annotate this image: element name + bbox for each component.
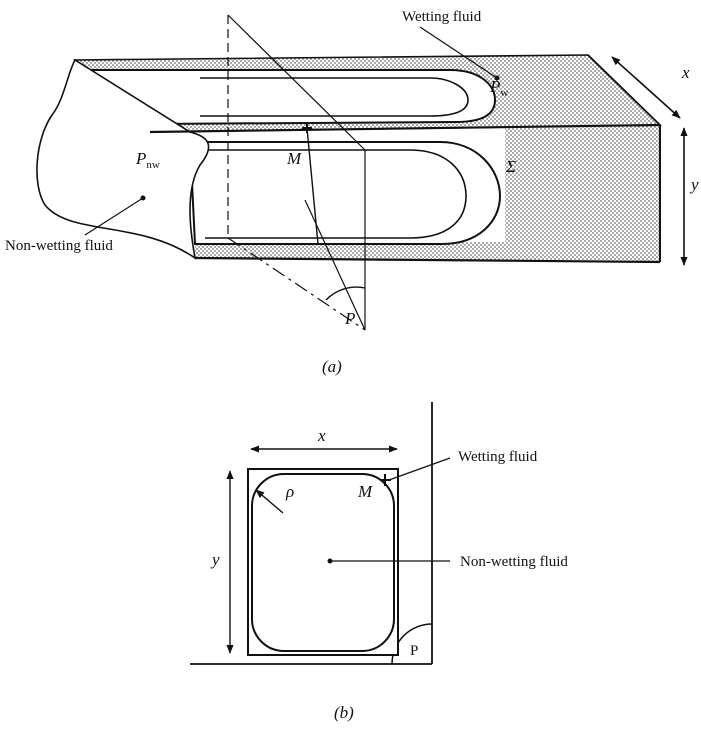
- caption-b: (b): [334, 703, 354, 722]
- meniscus-upper: [77, 69, 497, 126]
- label-dim-y-a: y: [689, 175, 699, 194]
- bottom-wetting-film: [195, 240, 505, 262]
- label-p-nw: Pnw: [135, 149, 160, 171]
- label-non-wetting-fluid-a: Non-wetting fluid: [5, 238, 113, 254]
- label-wetting-fluid-a: Wetting fluid: [402, 9, 482, 25]
- label-sigma: Σ: [505, 157, 516, 176]
- non-wetting-region: [251, 473, 395, 652]
- label-point-m-a: M: [286, 149, 302, 168]
- meniscus-upper-inner: [200, 77, 469, 117]
- label-non-wetting-fluid-b: Non-wetting fluid: [460, 554, 568, 570]
- label-point-m-b: M: [357, 482, 373, 501]
- label-plane-p-b: P: [410, 643, 418, 659]
- label-wetting-fluid-b: Wetting fluid: [458, 449, 538, 465]
- point-m-marker: [302, 123, 312, 133]
- label-plane-p-a: P: [344, 309, 355, 328]
- label-dim-y-b: y: [210, 550, 220, 569]
- right-face-wetting-film: [505, 125, 660, 262]
- caption-a: (a): [322, 357, 342, 376]
- panel-b: x y ρ M Wetting fluid Non-wetting fluid …: [190, 402, 568, 722]
- label-dim-x-a: x: [681, 63, 690, 82]
- label-p-w: Pw: [489, 77, 508, 99]
- meniscus-lower: [188, 141, 502, 245]
- meniscus-lower-inner: [200, 149, 467, 239]
- label-rho: ρ: [285, 482, 294, 501]
- left-cut-face: [36, 58, 210, 260]
- label-dim-x-b: x: [317, 426, 326, 445]
- panel-a: Wetting fluid Non-wetting fluid Pw Pnw M…: [5, 9, 699, 376]
